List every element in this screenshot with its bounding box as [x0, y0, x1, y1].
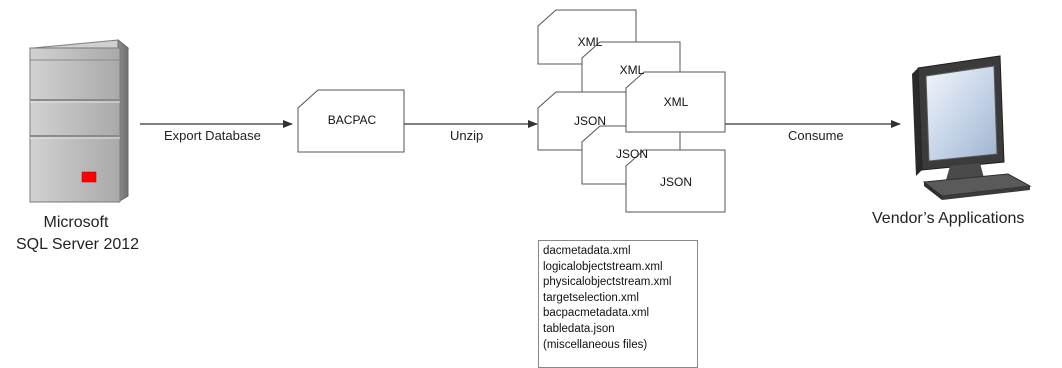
- file-list-item: dacmetadata.xml: [543, 245, 631, 257]
- server-icon: [29, 38, 130, 203]
- bacpac-document: [297, 89, 405, 153]
- server-indicator-light: [81, 171, 97, 183]
- export-edge-label: Export Database: [164, 128, 261, 143]
- vendor-caption: Vendor’s Applications: [872, 210, 1025, 227]
- xml-document-3: [625, 71, 726, 133]
- xml-label-1: XML: [577, 35, 603, 49]
- server-caption: Microsoft SQL Server 2012: [16, 212, 140, 256]
- xml-label-2: XML: [619, 63, 645, 77]
- file-list-item: (miscellaneous files): [543, 338, 648, 351]
- json-label-3: JSON: [659, 175, 693, 189]
- monitor-icon: [912, 55, 1032, 200]
- json-label-2: JSON: [615, 147, 649, 161]
- file-list-item: targetselection.xml: [543, 291, 639, 304]
- server-caption-line2: SQL Server 2012: [16, 236, 140, 253]
- bacpac-label: BACPAC: [327, 113, 377, 127]
- file-list-item: tabledata.json: [543, 322, 615, 335]
- xml-label-3: XML: [663, 95, 689, 109]
- file-list-box: dacmetadata.xml logicalobjectstream.xml …: [538, 240, 698, 368]
- server-caption-line1: Microsoft: [43, 214, 109, 231]
- file-list-item: logicalobjectstream.xml: [543, 260, 663, 273]
- json-label-1: JSON: [573, 114, 607, 128]
- file-list-item: physicalobjectstream.xml: [543, 276, 672, 289]
- json-document-3: [625, 149, 726, 213]
- monitor-screen: [925, 65, 998, 162]
- unzip-edge-label: Unzip: [450, 128, 484, 143]
- file-list-item: bacpacmetadata.xml: [543, 307, 650, 320]
- consume-edge-label: Consume: [788, 128, 844, 143]
